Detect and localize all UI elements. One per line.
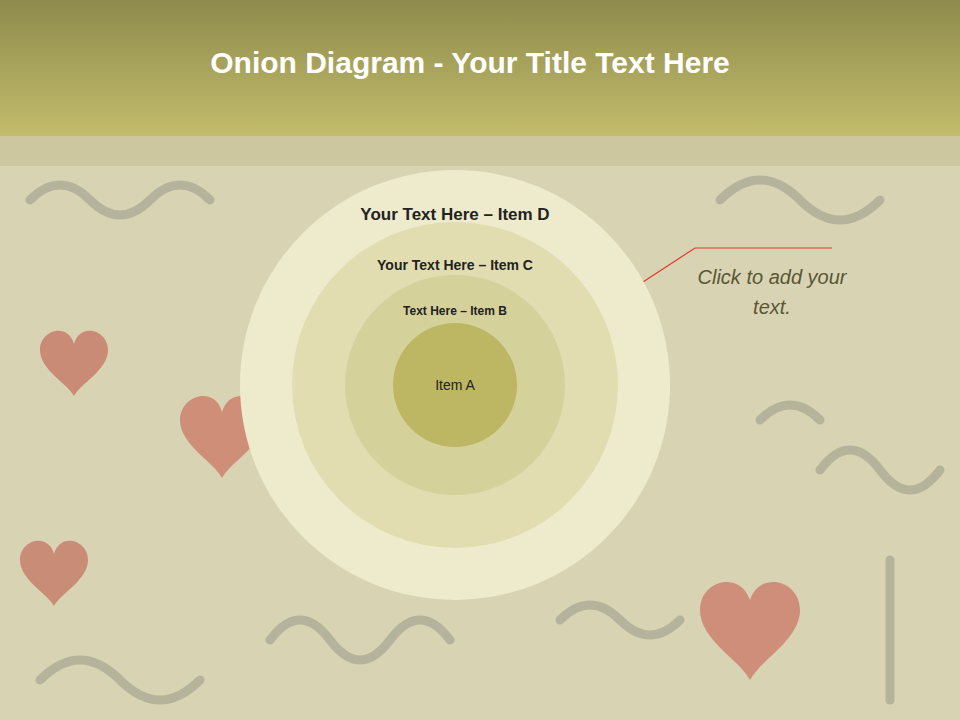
slide-title: Onion Diagram - Your Title Text Here: [0, 46, 940, 80]
onion-ring: Item A: [393, 323, 517, 447]
scribble-decoration: [30, 180, 940, 700]
callout-text: Click to add your text.: [692, 262, 852, 322]
ring-label: Item A: [393, 377, 517, 393]
onion-ring: Your Text Here – Item DYour Text Here – …: [240, 170, 670, 600]
sub-band: [0, 136, 960, 166]
onion-ring: Text Here – Item B Item A: [345, 275, 565, 495]
onion-ring: Your Text Here – Item C Text Here – Item …: [292, 222, 618, 548]
ring-label: Your Text Here – Item C: [292, 257, 618, 273]
ring-label: Text Here – Item B: [345, 304, 565, 318]
